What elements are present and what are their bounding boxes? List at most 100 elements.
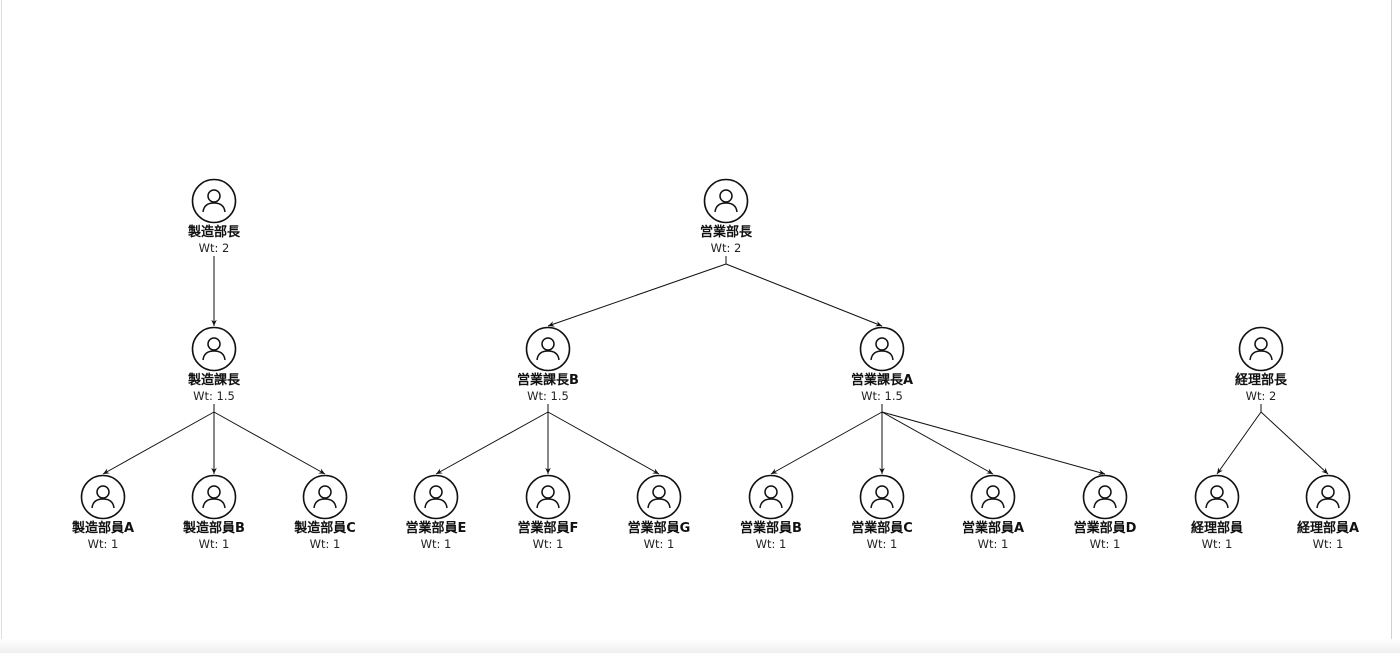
edge xyxy=(547,263,727,327)
person-circle xyxy=(1194,474,1240,520)
person-circle xyxy=(525,326,571,372)
person-icon xyxy=(870,485,894,509)
person-icon xyxy=(647,485,671,509)
person-weight: Wt: 1 xyxy=(1090,537,1121,551)
person-name: 営業部長 xyxy=(700,224,753,240)
edge xyxy=(770,411,883,475)
person-circle xyxy=(859,474,905,520)
person-name: 製造部員A xyxy=(71,520,134,536)
edge xyxy=(1216,411,1262,475)
person-icon xyxy=(202,189,226,213)
person-weight: Wt: 1 xyxy=(756,537,787,551)
person-name: 経理部長 xyxy=(1235,372,1288,388)
person-weight: Wt: 1 xyxy=(644,537,675,551)
edge xyxy=(881,411,994,475)
person-icon xyxy=(1093,485,1117,509)
person-name: 営業部員B xyxy=(740,520,802,536)
person-name: 経理部員A xyxy=(1297,520,1359,536)
person-weight: Wt: 1 xyxy=(533,537,564,551)
person-weight: Wt: 1.5 xyxy=(193,389,235,403)
person-circle xyxy=(413,474,459,520)
person-weight: Wt: 1.5 xyxy=(527,389,569,403)
edge xyxy=(1260,411,1329,475)
person-name: 製造部員B xyxy=(182,520,245,536)
person-icon xyxy=(1205,485,1229,509)
edge xyxy=(213,411,326,475)
person-icon xyxy=(202,485,226,509)
person-circle xyxy=(191,474,237,520)
person-icon xyxy=(1316,485,1340,509)
person-circle xyxy=(1082,474,1128,520)
person-icon xyxy=(714,189,738,213)
person-icon xyxy=(536,485,560,509)
person-icon xyxy=(759,485,783,509)
bottom-shade xyxy=(0,639,1400,653)
person-circle xyxy=(302,474,348,520)
person-circle xyxy=(80,474,126,520)
person-weight: Wt: 1 xyxy=(310,537,341,551)
person-circle xyxy=(525,474,571,520)
person-circle xyxy=(859,326,905,372)
person-icon xyxy=(536,337,560,361)
person-icon xyxy=(1249,337,1273,361)
edge xyxy=(881,411,1106,476)
person-circle xyxy=(970,474,1016,520)
person-weight: Wt: 1 xyxy=(199,537,230,551)
person-weight: Wt: 1 xyxy=(88,537,119,551)
person-weight: Wt: 1 xyxy=(1313,537,1344,551)
person-circle xyxy=(191,178,237,224)
edge xyxy=(102,411,215,475)
edge xyxy=(725,263,883,327)
person-weight: Wt: 1 xyxy=(978,537,1009,551)
person-name: 経理部員 xyxy=(1191,520,1243,536)
person-weight: Wt: 1.5 xyxy=(861,389,903,403)
person-weight: Wt: 2 xyxy=(1246,389,1277,403)
person-circle xyxy=(636,474,682,520)
person-icon xyxy=(424,485,448,509)
person-name: 営業部員G xyxy=(628,520,691,536)
person-circle xyxy=(1305,474,1351,520)
person-name: 営業部員D xyxy=(1074,520,1137,536)
person-name: 営業部員A xyxy=(962,520,1024,536)
person-weight: Wt: 2 xyxy=(711,241,742,255)
person-circle xyxy=(1238,326,1284,372)
person-name: 製造課長 xyxy=(187,372,241,388)
person-name: 営業部員C xyxy=(851,520,913,536)
person-name: 製造部員C xyxy=(293,520,356,536)
edge xyxy=(547,411,660,475)
person-weight: Wt: 2 xyxy=(199,241,230,255)
person-name: 営業課長B xyxy=(517,372,579,388)
person-icon xyxy=(981,485,1005,509)
person-name: 営業課長A xyxy=(851,372,913,388)
person-weight: Wt: 1 xyxy=(867,537,898,551)
person-weight: Wt: 1 xyxy=(1202,537,1233,551)
edges xyxy=(102,256,1329,476)
person-icon xyxy=(870,337,894,361)
edge xyxy=(435,411,549,475)
person-icon xyxy=(91,485,115,509)
person-icon xyxy=(313,485,337,509)
person-name: 営業部員F xyxy=(518,520,579,536)
person-name: 製造部長 xyxy=(187,224,241,240)
